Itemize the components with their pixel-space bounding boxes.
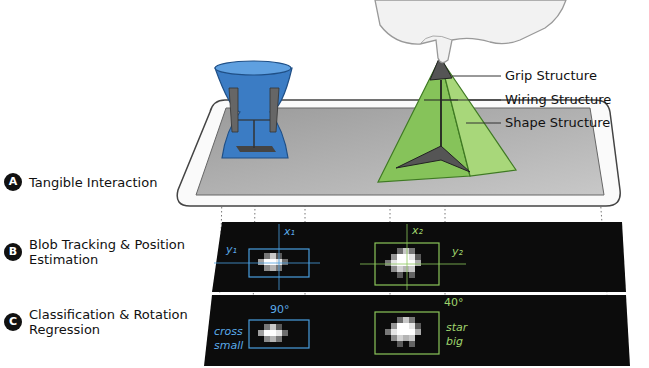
- class-label: small: [214, 340, 243, 352]
- hand: [375, 0, 566, 63]
- axis-label: x₁: [284, 226, 295, 238]
- axis-label: y₁: [226, 244, 237, 256]
- blob-boxes: [249, 243, 439, 354]
- rotation-value: 40°: [444, 297, 464, 309]
- part-label: Wiring Structure: [505, 93, 611, 107]
- cup-tangible: [215, 61, 292, 158]
- step-marker: B Blob Tracking & Position Estimation: [4, 237, 204, 267]
- step-letter: B: [4, 243, 22, 261]
- axis-label: x₂: [412, 225, 423, 237]
- classified-image: [204, 295, 630, 366]
- step-letter: A: [4, 173, 22, 191]
- step-title: Classification & Rotation Regression: [29, 307, 204, 337]
- step-marker: A Tangible Interaction: [4, 173, 157, 191]
- pyramid-tangible: [378, 56, 516, 182]
- position-axes: [214, 224, 466, 290]
- blob-image: [212, 222, 626, 292]
- leader-lines: [442, 76, 501, 123]
- part-label: Grip Structure: [505, 69, 597, 83]
- class-label: big: [446, 336, 463, 348]
- shape-structure: [396, 146, 470, 172]
- step-title: Blob Tracking & Position Estimation: [29, 237, 204, 267]
- class-label: cross: [214, 326, 243, 338]
- wiring-structure: [440, 80, 442, 150]
- step-letter: C: [4, 313, 22, 331]
- axis-label: y₂: [452, 246, 463, 258]
- class-label: star: [446, 322, 467, 334]
- step-marker: C Classification & Rotation Regression: [4, 307, 204, 337]
- rotation-value: 90°: [270, 304, 290, 316]
- part-label: Shape Structure: [505, 116, 610, 130]
- step-title: Tangible Interaction: [29, 175, 157, 190]
